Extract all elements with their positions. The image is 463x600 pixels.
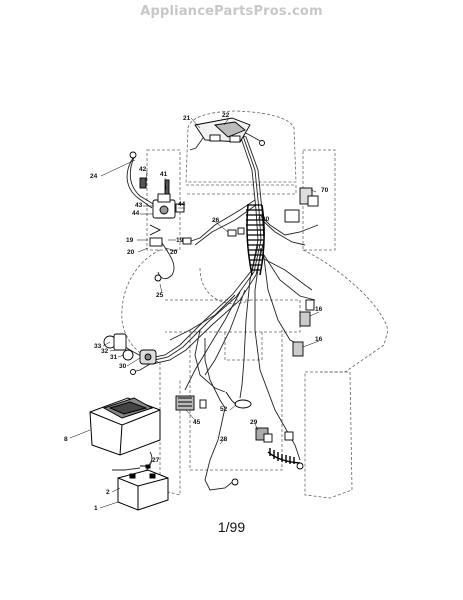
part-label: 19 xyxy=(176,237,184,244)
part-label: 31 xyxy=(110,354,118,361)
part-label: 25 xyxy=(156,292,164,299)
connector-29 xyxy=(255,427,294,443)
right-connector xyxy=(284,187,319,223)
ring-terminals xyxy=(129,140,304,486)
bolt-27 xyxy=(140,464,151,469)
part-label: 27 xyxy=(152,457,160,464)
part-label: 29 xyxy=(250,419,258,426)
part-label: 44 xyxy=(132,210,140,217)
part-label: 41 xyxy=(160,171,168,178)
part-label: 33 xyxy=(94,343,102,350)
terminal-52 xyxy=(225,391,252,409)
part-label: 44 xyxy=(178,201,186,208)
part-label: 19 xyxy=(126,237,134,244)
part-label: 22 xyxy=(222,112,230,119)
part-label: 8 xyxy=(64,436,68,443)
battery-tray xyxy=(89,397,161,456)
part-label: 70 xyxy=(321,187,329,194)
part-label: 2 xyxy=(106,489,110,496)
part-label: 60 xyxy=(262,216,270,223)
part-label: 16 xyxy=(315,336,323,343)
connector-16 xyxy=(292,299,315,357)
part-label: 20 xyxy=(127,249,135,256)
seat-switch xyxy=(194,117,251,143)
fuse-holder xyxy=(175,395,207,411)
lower-coil xyxy=(267,448,301,464)
watermark-logo-text: AppliancePartsPros.com xyxy=(140,4,323,19)
page-label: 1/99 xyxy=(217,519,246,535)
part-label: 1 xyxy=(94,505,98,512)
part-label: 21 xyxy=(183,115,191,122)
part-label: 16 xyxy=(315,306,323,313)
coiled-conduit xyxy=(246,204,265,276)
leader-lines xyxy=(69,117,320,509)
wire-harness xyxy=(117,121,319,461)
part-label: 20 xyxy=(170,249,178,256)
part-label: 43 xyxy=(135,202,143,209)
part-label: 52 xyxy=(220,406,228,413)
part-label: 42 xyxy=(139,166,147,173)
part-label: 26 xyxy=(212,217,220,224)
part-label: 45 xyxy=(193,419,201,426)
battery xyxy=(117,469,169,511)
part-callouts: 21 22 24 42 41 43 44 44 19 19 20 20 26 6… xyxy=(64,112,329,512)
part-label: 30 xyxy=(119,363,127,370)
part-label: 32 xyxy=(101,348,109,355)
ignition-switch xyxy=(139,177,185,247)
connector-26 xyxy=(182,227,245,245)
part-label: 28 xyxy=(220,436,228,443)
part-label: 24 xyxy=(90,173,98,180)
